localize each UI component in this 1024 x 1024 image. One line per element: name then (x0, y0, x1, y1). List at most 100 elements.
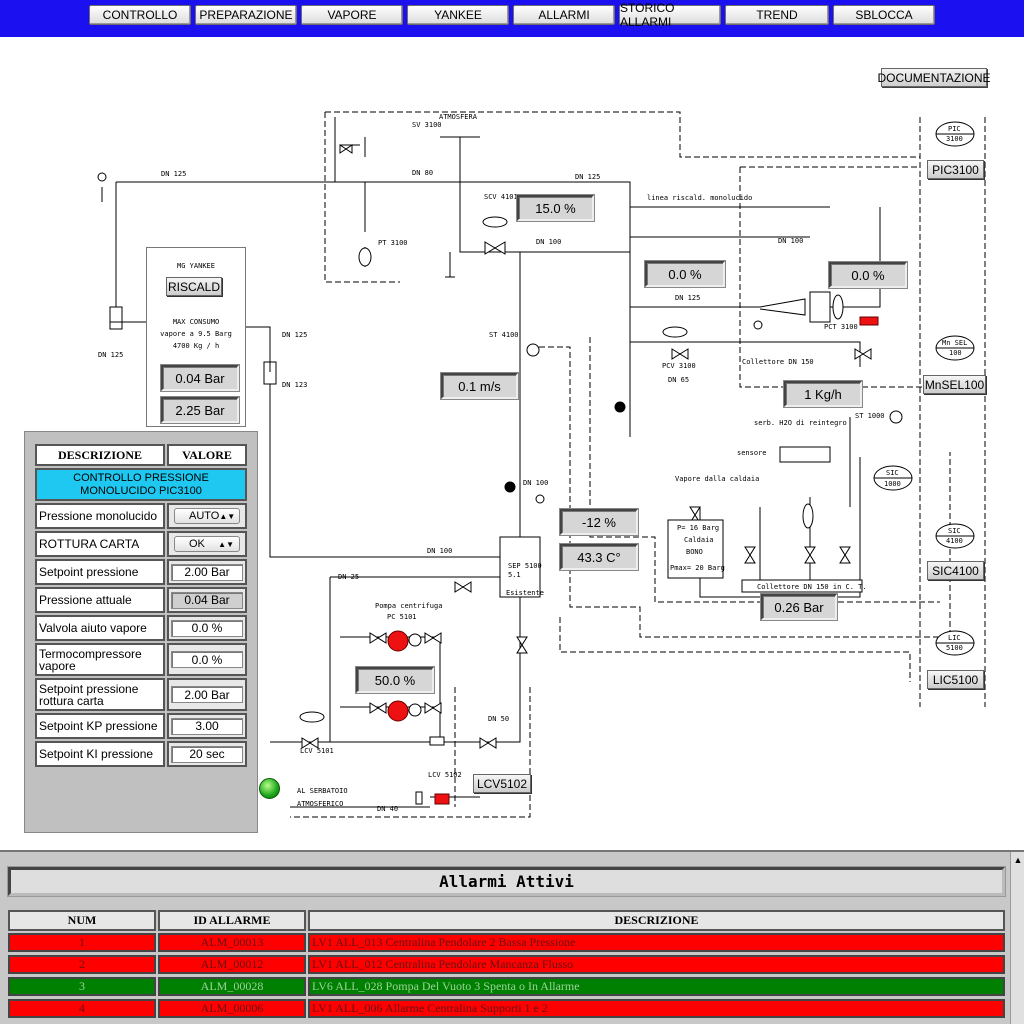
rottura-carta-select[interactable]: OK▲▼ (174, 536, 240, 552)
label-st: ST 4100 (489, 331, 519, 339)
instrument-mnsel-number: 100 (949, 349, 962, 357)
pressione-attuale-value: 0.04 Bar (171, 591, 243, 609)
pic3100-button[interactable]: PIC3100 (927, 160, 984, 179)
mnsel100-button[interactable]: MnSEL100 (923, 375, 986, 394)
label-pct: PCT 3100 (824, 323, 858, 331)
label-pompa-code: PC 5101 (387, 613, 417, 621)
label-sep-num: 5.1 (508, 571, 521, 579)
readout-mg-pressure-1: 0.04 Bar (161, 365, 239, 391)
nav-allarmi-button[interactable]: ALLARMI (513, 5, 615, 25)
alarm-row-num[interactable]: 1 (8, 933, 156, 952)
label-atmosfera: ATMOSFERA (439, 113, 478, 121)
instrument-lic-label: LIC (948, 634, 961, 642)
updown-icon: ▲▼ (219, 511, 236, 521)
nav-controllo-button[interactable]: CONTROLLO (89, 5, 191, 25)
nav-storico-allarmi-button[interactable]: STORICO ALLARMI (619, 1, 721, 29)
readout-pct-mid-right: 0.0 % (829, 262, 907, 288)
row-label-setpoint-pressione: Setpoint pressione (35, 559, 165, 585)
documentazione-button[interactable]: DOCUMENTAZIONE (877, 68, 991, 87)
readout-temperature: 43.3 C° (560, 544, 638, 570)
label-dn125-a: DN 125 (161, 170, 186, 178)
nav-yankee-button[interactable]: YANKEE (407, 5, 509, 25)
instrument-pic-label: PIC (948, 125, 961, 133)
label-st1000: ST 1000 (855, 412, 885, 420)
row-label-rottura-carta: ROTTURA CARTA (35, 531, 165, 557)
mg-yankee-title: MG YANKEE (177, 262, 215, 270)
label-dn40: DN 40 (377, 805, 398, 813)
select-value: AUTO (189, 510, 220, 522)
label-sep: SEP 5100 (508, 562, 542, 570)
mg-yankee-panel: MG YANKEE RISCALD MAX CONSUMO vapore a 9… (146, 247, 246, 427)
lic5100-button[interactable]: LIC5100 (927, 670, 984, 689)
riscald-button[interactable]: RISCALD (166, 277, 222, 296)
nav-trend-button[interactable]: TREND (725, 5, 829, 25)
alarm-col-descrizione: DESCRIZIONE (308, 910, 1005, 931)
status-lamp-icon (259, 778, 280, 799)
row-value-cell: 2.00 Bar (167, 559, 247, 585)
row-value-cell: 0.04 Bar (167, 587, 247, 613)
label-dn100-a: DN 100 (536, 238, 561, 246)
setpoint-kp-input[interactable]: 3.00 (171, 717, 243, 735)
readout-pct-mid-left: 0.0 % (645, 261, 725, 287)
alarm-row-num[interactable]: 3 (8, 977, 156, 996)
row-value-cell: 0.0 % (167, 643, 247, 676)
label-lcv2: LCV 5102 (428, 771, 462, 779)
row-value-cell: 2.00 Bar (167, 678, 247, 711)
col-valore-header: VALORE (167, 444, 247, 466)
alarm-scrollbar[interactable]: ▲ (1010, 852, 1024, 1024)
row-label-setpoint-ki: Setpoint KI pressione (35, 741, 165, 767)
control-panel-title: CONTROLLO PRESSIONE MONOLUCIDO PIC3100 (35, 468, 247, 501)
label-dn123: DN 123 (282, 381, 307, 389)
row-label-pressione-monolucido: Pressione monolucido (35, 503, 165, 529)
setpoint-ki-input[interactable]: 20 sec (171, 745, 243, 763)
nav-sblocca-button[interactable]: SBLOCCA (833, 5, 935, 25)
instrument-lic-number: 5100 (946, 644, 963, 652)
label-dn50: DN 50 (488, 715, 509, 723)
label-dn100-c: DN 100 (427, 547, 452, 555)
alarm-row-desc[interactable]: LV1 ALL_013 Centralina Pendolare 2 Bassa… (308, 933, 1005, 952)
row-label-termocompressore: Termocompressore vapore (35, 643, 165, 676)
alarm-col-id: ID ALLARME (158, 910, 306, 931)
alarm-panel-title: Allarmi Attivi (8, 867, 1005, 896)
row-label-setpoint-kp: Setpoint KP pressione (35, 713, 165, 739)
nav-preparazione-button[interactable]: PREPARAZIONE (195, 5, 297, 25)
lcv5102-button[interactable]: LCV5102 (473, 774, 531, 793)
nav-vapore-button[interactable]: VAPORE (301, 5, 403, 25)
scroll-up-icon[interactable]: ▲ (1013, 855, 1023, 865)
label-sv: SV 3100 (412, 121, 442, 129)
alarm-row-id[interactable]: ALM_00006 (158, 999, 306, 1018)
alarm-row-num[interactable]: 2 (8, 955, 156, 974)
label-sensore: sensore (737, 449, 767, 457)
label-scv: SCV 4101 (484, 193, 518, 201)
mg-info-line1: MAX CONSUMO (172, 318, 220, 326)
label-linea-riscald: linea riscald. monolucido (647, 194, 752, 202)
instrument-sic2-label: SIC (948, 527, 961, 535)
alarm-row-id[interactable]: ALM_00012 (158, 955, 306, 974)
label-pompa: Pompa centrifuga (375, 602, 442, 610)
label-reintegro: serb. H2O di reintegro (754, 419, 847, 427)
alarm-row-id[interactable]: ALM_00013 (158, 933, 306, 952)
pressione-monolucido-select[interactable]: AUTO▲▼ (174, 508, 240, 524)
setpoint-rottura-input[interactable]: 2.00 Bar (171, 686, 243, 703)
row-value-cell: AUTO▲▼ (167, 503, 247, 529)
sic4100-button[interactable]: SIC4100 (927, 561, 984, 580)
alarm-row-id[interactable]: ALM_00028 (158, 977, 306, 996)
label-serbatoio-1: AL SERBATOIO (297, 787, 348, 795)
readout-level-pct: -12 % (560, 509, 638, 535)
readout-valve-pct: 15.0 % (517, 195, 594, 221)
termocompressore-input[interactable]: 0.0 % (171, 651, 243, 668)
row-value-cell: 20 sec (167, 741, 247, 767)
alarm-row-num[interactable]: 4 (8, 999, 156, 1018)
readout-flow-kgh: 1 Kg/h (784, 381, 862, 407)
alarm-row-desc[interactable]: LV1 ALL_012 Centralina Pendolare Mancanz… (308, 955, 1005, 974)
col-descrizione-header: DESCRIZIONE (35, 444, 165, 466)
valvola-aiuto-input[interactable]: 0.0 % (171, 619, 243, 637)
readout-flow-ms: 0.1 m/s (441, 373, 518, 399)
label-pt: PT 3100 (378, 239, 408, 247)
row-value-cell: 3.00 (167, 713, 247, 739)
alarm-panel: Allarmi Attivi NUM ID ALLARME DESCRIZION… (0, 850, 1024, 1024)
label-collettore-dn150: Collettore DN 150 (742, 358, 814, 366)
alarm-row-desc[interactable]: LV1 ALL_006 Allarme Centralina Supporti … (308, 999, 1005, 1018)
alarm-row-desc[interactable]: LV6 ALL_028 Pompa Del Vuoto 3 Spenta o I… (308, 977, 1005, 996)
setpoint-pressione-input[interactable]: 2.00 Bar (171, 563, 243, 581)
